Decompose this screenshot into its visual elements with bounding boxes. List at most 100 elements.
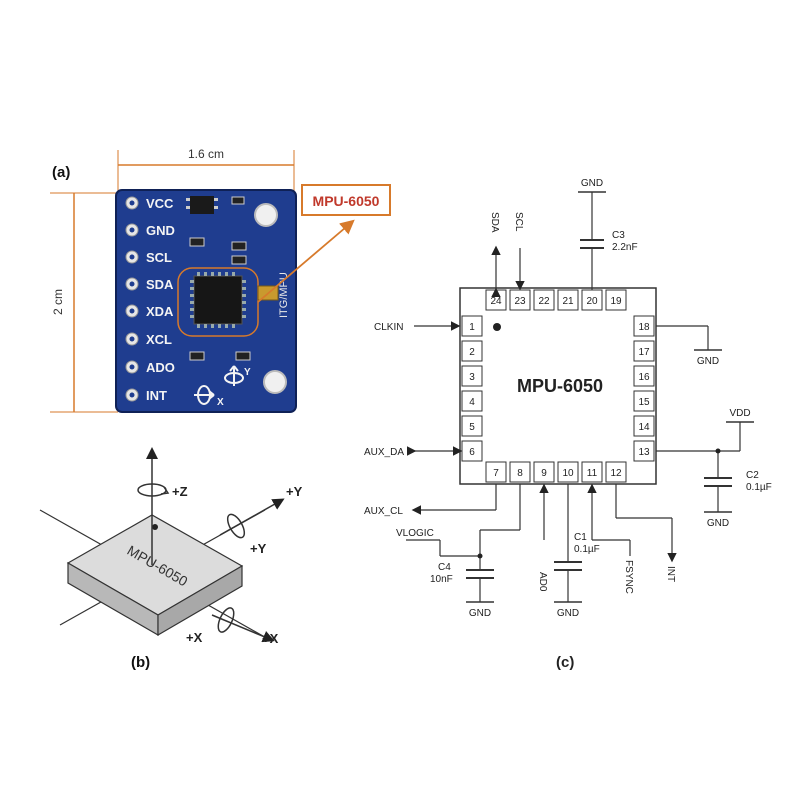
pin-box: [633, 440, 655, 462]
smd-component: [189, 237, 205, 247]
gnd-label: GND: [581, 178, 603, 189]
callout-box: [301, 184, 391, 216]
svg-text:1: 1: [469, 322, 475, 333]
aux-cl-label: AUX_CL: [364, 506, 403, 517]
pin-box: [509, 461, 531, 483]
c4-value: 10nF: [430, 574, 453, 585]
ad0-label: AD0: [537, 572, 548, 592]
pin-label: SDA: [146, 277, 174, 292]
pin-box: [633, 415, 655, 437]
int-label: INT: [665, 566, 676, 582]
gnd-label: GND: [469, 608, 491, 619]
pin-label: XCL: [146, 332, 172, 347]
smd-component: [231, 196, 245, 205]
panel-a-label: (a): [52, 164, 70, 181]
panel-c: MPU-6050 24 23 22 21 20 19 1 2 3 4 5 6 1…: [364, 178, 772, 671]
pin-label: GND: [146, 223, 175, 238]
smd-component: [231, 255, 247, 265]
pin-box: [605, 289, 627, 311]
c3-value: 2.2nF: [612, 242, 638, 253]
rot-z-label: +Z: [172, 484, 188, 499]
pin-box: [533, 461, 555, 483]
left-pin-row: 1 2 3 4 5 6: [461, 315, 483, 462]
pin-box: [461, 365, 483, 387]
clkin-label: CLKIN: [374, 322, 403, 333]
pin-box: [533, 289, 555, 311]
rot-y-label: +Y: [250, 541, 267, 556]
smd-component: [235, 351, 251, 361]
board-axis-y-label: Y: [244, 367, 251, 378]
gnd-label: GND: [557, 608, 579, 619]
mounting-hole: [263, 370, 287, 394]
svg-text:5: 5: [469, 422, 475, 433]
callout-label: MPU-6050: [313, 193, 380, 209]
svg-text:6: 6: [469, 447, 475, 458]
width-dimension-label: 1.6 cm: [188, 147, 224, 161]
svg-text:23: 23: [514, 296, 526, 307]
mpu-chip: [193, 275, 243, 325]
axis-y-label: +Y: [286, 484, 303, 499]
panel-b-label: (b): [131, 654, 150, 671]
c2-name: C2: [746, 470, 759, 481]
junction-dot: [477, 553, 483, 559]
svg-text:17: 17: [638, 347, 650, 358]
smd-component: [231, 241, 247, 251]
pin-label: ADO: [146, 360, 175, 375]
pin-box: [461, 340, 483, 362]
sda-label: SDA: [489, 212, 500, 233]
pin-label: SCL: [146, 250, 172, 265]
pin-label: INT: [146, 388, 167, 403]
junction-dot: [715, 448, 721, 454]
schematic-chip: [459, 287, 657, 485]
svg-text:21: 21: [562, 296, 574, 307]
pin-box: [461, 415, 483, 437]
board-axis-x-label: X: [217, 397, 224, 408]
svg-text:9: 9: [541, 468, 547, 479]
pin1-marker: [493, 323, 501, 331]
pin-box: [581, 461, 603, 483]
pin-box: [605, 461, 627, 483]
c4-name: C4: [438, 562, 451, 573]
svg-text:16: 16: [638, 372, 650, 383]
svg-text:22: 22: [538, 296, 550, 307]
svg-text:18: 18: [638, 322, 650, 333]
svg-text:8: 8: [517, 468, 523, 479]
board-pins: VCC GND SCL SDA XDA XCL ADO INT: [125, 196, 175, 403]
schematic-wires: [406, 191, 754, 603]
callout-arrow: [257, 219, 355, 303]
chip-pin1-dot: [152, 524, 158, 530]
svg-text:24: 24: [490, 296, 502, 307]
x-axis-arrow: [211, 614, 275, 643]
svg-text:2: 2: [469, 347, 475, 358]
c1-name: C1: [574, 532, 587, 543]
rot-x-label: +X: [186, 630, 203, 645]
aux-da-label: AUX_DA: [364, 447, 404, 458]
pin-box: [633, 315, 655, 337]
regulator-chip: [190, 196, 214, 214]
scl-label: SCL: [513, 212, 524, 232]
schematic-chip-label: MPU-6050: [517, 376, 603, 396]
x-rotation-icon: [217, 607, 235, 633]
c2-value: 0.1µF: [746, 482, 772, 493]
pin-box: [633, 365, 655, 387]
y-axis-arrow: [219, 498, 285, 536]
svg-text:12: 12: [610, 468, 622, 479]
gnd-label: GND: [697, 356, 719, 367]
c1-value: 0.1µF: [574, 544, 600, 555]
vlogic-label: VLOGIC: [396, 528, 434, 539]
svg-text:20: 20: [586, 296, 598, 307]
right-pin-row: 18 17 16 15 14 13: [633, 315, 655, 462]
svg-text:10: 10: [562, 468, 574, 479]
c3-name: C3: [612, 230, 625, 241]
vdd-label: VDD: [729, 408, 750, 419]
smd-component: [189, 351, 205, 361]
board-axis-icon: [194, 365, 244, 405]
svg-text:15: 15: [638, 397, 650, 408]
axis-x-label: +X: [262, 631, 279, 646]
top-pin-row: 24 23 22 21 20 19: [485, 289, 627, 311]
mounting-hole: [254, 203, 278, 227]
pin-box: [557, 289, 579, 311]
pin-label: VCC: [146, 196, 174, 211]
gnd-label: GND: [707, 518, 729, 529]
